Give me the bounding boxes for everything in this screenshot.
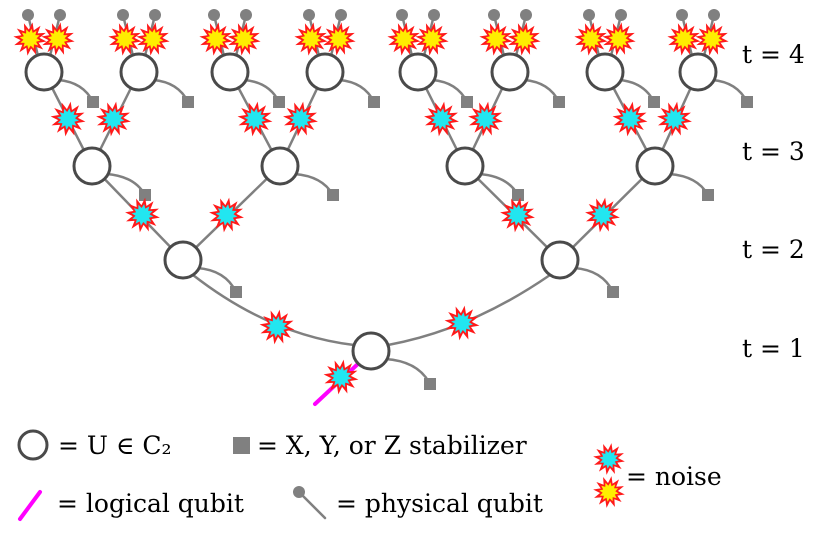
clifford-gate bbox=[678, 52, 718, 92]
time-label-t3: t = 3 bbox=[742, 137, 805, 166]
stabilizer-wire bbox=[383, 357, 432, 386]
legend-logical-qubit-icon bbox=[18, 490, 42, 521]
legend-stabilizer-icon bbox=[233, 437, 250, 454]
physical-qubit-dot bbox=[303, 9, 315, 21]
time-label-t4: t = 4 bbox=[742, 40, 805, 69]
physical-qubit-dot bbox=[428, 9, 440, 21]
time-labels: t = 4 t = 3 t = 2 t = 1 bbox=[742, 40, 805, 363]
clifford-gate bbox=[24, 52, 64, 92]
physical-qubit-dot bbox=[22, 9, 34, 21]
stabilizer-square bbox=[368, 96, 380, 108]
clifford-gate bbox=[585, 52, 625, 92]
physical-qubit-dot bbox=[676, 9, 688, 21]
noise-layer bbox=[13, 22, 729, 395]
stabilizer-square bbox=[182, 96, 194, 108]
clifford-gate bbox=[635, 146, 675, 186]
physical-qubit-dot bbox=[615, 9, 627, 21]
stabilizer-square bbox=[139, 189, 151, 201]
physical-qubit-dot bbox=[240, 9, 252, 21]
legend-stabilizer-label: = X, Y, or Z stabilizer bbox=[257, 431, 527, 460]
stabilizer-square bbox=[461, 96, 473, 108]
stabilizer-square bbox=[424, 378, 436, 390]
legend-physical-qubit-label: = physical qubit bbox=[336, 489, 543, 518]
clifford-gate bbox=[163, 240, 203, 280]
clifford-gate bbox=[210, 52, 250, 92]
legend-noise-label: = noise bbox=[626, 462, 722, 491]
physical-qubit-dot bbox=[488, 9, 500, 21]
stabilizer-square bbox=[327, 189, 339, 201]
physical-qubit-dot bbox=[583, 9, 595, 21]
clifford-gate bbox=[72, 146, 112, 186]
physical-qubit-dot bbox=[396, 9, 408, 21]
physical-qubit-dot bbox=[149, 9, 161, 21]
time-label-t2: t = 2 bbox=[742, 235, 805, 264]
gates-layer bbox=[24, 52, 718, 371]
legend-noise-icon bbox=[593, 443, 625, 508]
stabilizer-square bbox=[607, 286, 619, 298]
clifford-gate bbox=[260, 146, 300, 186]
stabilizer-square bbox=[648, 96, 660, 108]
stabilizer-square bbox=[512, 189, 524, 201]
legend-gate-icon bbox=[17, 429, 49, 461]
time-label-t1: t = 1 bbox=[742, 334, 805, 363]
clifford-gate bbox=[398, 52, 438, 92]
clifford-gate bbox=[540, 240, 580, 280]
clifford-gate bbox=[351, 331, 391, 371]
legend-gate-label: = U ∈ C₂ bbox=[58, 431, 172, 460]
stabilizer-square bbox=[230, 286, 242, 298]
clifford-gate bbox=[445, 146, 485, 186]
physical-qubit-dot bbox=[54, 9, 66, 21]
clifford-gate bbox=[305, 52, 345, 92]
stabilizer-square bbox=[87, 96, 99, 108]
qubit-wire bbox=[386, 273, 552, 347]
stabilizer-square bbox=[273, 96, 285, 108]
physical-qubit-dot bbox=[208, 9, 220, 21]
legend-logical-qubit-label: = logical qubit bbox=[57, 489, 244, 518]
clifford-gate bbox=[490, 52, 530, 92]
legend: = U ∈ C₂ = X, Y, or Z stabilizer = logic… bbox=[17, 429, 722, 521]
legend-physical-qubit-icon bbox=[293, 486, 327, 520]
stabilizer-square bbox=[702, 189, 714, 201]
physical-qubit-dot bbox=[520, 9, 532, 21]
physical-qubit-dot bbox=[708, 9, 720, 21]
physical-qubit-dot bbox=[117, 9, 129, 21]
stabilizer-square bbox=[553, 96, 565, 108]
stabilizer-square bbox=[741, 96, 753, 108]
clifford-gate bbox=[119, 52, 159, 92]
physical-qubit-dot bbox=[335, 9, 347, 21]
